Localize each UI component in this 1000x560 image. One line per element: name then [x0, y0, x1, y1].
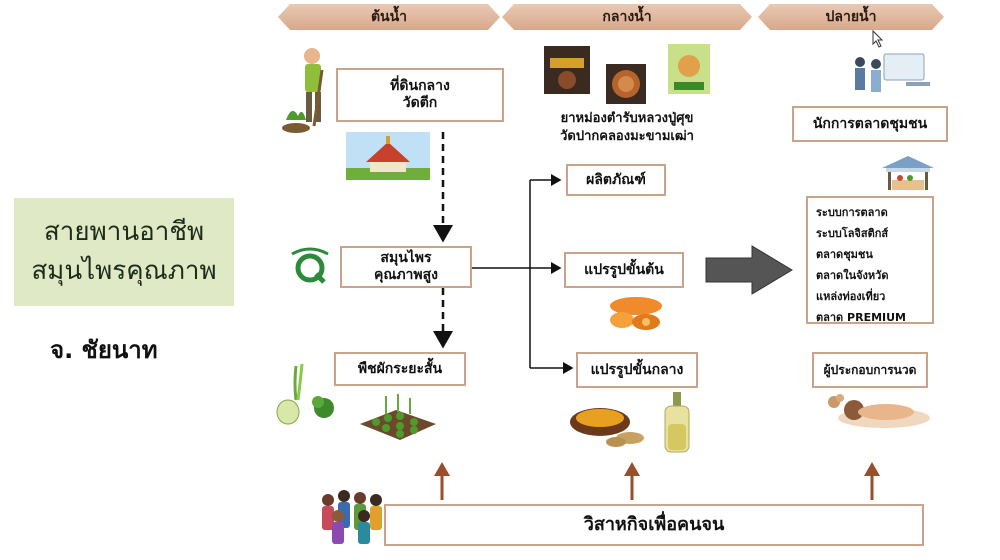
vegetables-icon — [276, 363, 334, 425]
basic-processing-box: แปรรูปขั้นต้น — [564, 252, 684, 288]
markets-list: ระบบการตลาด ระบบโลจิสติกส์ ตลาดชุมชน ตลา… — [806, 196, 934, 324]
turmeric-powder-icon — [570, 408, 644, 447]
community-people-icon — [322, 490, 382, 544]
market-item: แหล่งท่องเที่ยว — [816, 290, 886, 303]
marketer-box: นักการตลาดชุมชน — [792, 106, 948, 142]
stage-midstream-label: กลางน้ำ — [602, 9, 652, 25]
stage-upstream-label: ต้นน้ำ — [370, 9, 408, 25]
market-item: ระบบโลจิสติกส์ — [816, 227, 889, 240]
social-enterprise-label: วิสาหกิจเพื่อคนจน — [583, 514, 725, 536]
massage-box: ผู้ประกอบการนวด — [812, 352, 928, 388]
balm-recipe-line2: วัดปากคลองมะขามเฒ่า — [560, 129, 694, 145]
intermediate-processing-box: แปรรูปขั้นกลาง — [576, 352, 698, 388]
market-item: ตลาดชุมชน — [816, 248, 873, 261]
market-item: ระบบการตลาด — [816, 206, 888, 219]
title-line2: สมุนไพรคุณภาพ — [31, 256, 217, 286]
products-box: ผลิตภัณฑ์ — [566, 164, 666, 196]
title-line1: สายพานอาชีพ — [43, 217, 205, 247]
planting-bed-icon — [360, 394, 436, 440]
market-item: ตลาดในจังหวัด — [816, 269, 889, 282]
basic-processing-label: แปรรูปขั้นต้น — [584, 261, 664, 278]
balm-recipe-line1: ยาหม่องตำรับหลวงปู่ศุข — [560, 111, 694, 126]
herbal-bottle-icon — [664, 392, 690, 453]
land-line2: วัดตีก — [402, 95, 438, 111]
market-stall-icon — [882, 156, 934, 190]
stage-downstream: ปลายน้ำ — [758, 4, 944, 30]
title-box: สายพานอาชีพ สมุนไพรคุณภาพ — [14, 198, 234, 306]
herbs-box: สมุนไพร คุณภาพสูง — [340, 246, 472, 288]
intermediate-processing-label: แปรรูปขั้นกลาง — [590, 361, 684, 378]
massage-label: ผู้ประกอบการนวด — [823, 362, 917, 377]
farmer-icon — [282, 48, 324, 133]
up-arrows — [434, 462, 880, 500]
herbs-line1: สมุนไพร — [380, 250, 432, 267]
stage-midstream: กลางน้ำ — [502, 4, 752, 30]
mouse-cursor-icon — [872, 29, 884, 48]
big-arrow-to-markets — [705, 245, 793, 295]
quality-q-logo-icon — [291, 247, 329, 284]
market-item: ตลาด PREMIUM — [816, 311, 906, 324]
social-enterprise-box: วิสาหกิจเพื่อคนจน — [384, 504, 924, 546]
massage-spa-icon — [828, 394, 930, 428]
temple-icon — [346, 132, 430, 180]
marketer-label: นักการตลาดชุมชน — [812, 115, 928, 132]
marketing-team-icon — [855, 53, 930, 92]
province-label: จ. ชัยนาท — [50, 336, 158, 364]
products-label: ผลิตภัณฑ์ — [586, 171, 646, 188]
turmeric-root-icon — [610, 297, 662, 330]
balm-products-icon — [544, 44, 710, 104]
balm-recipe-caption: ยาหม่องตำรับหลวงปู่ศุข วัดปากคลองมะขามเฒ… — [522, 110, 732, 146]
crops-box: พืชผักระยะสั้น — [334, 352, 466, 386]
land-box: ที่ดินกลาง วัดตีก — [336, 68, 504, 122]
land-line1: ที่ดินกลาง — [390, 78, 450, 95]
crops-label: พืชผักระยะสั้น — [357, 360, 443, 377]
herbs-line2: คุณภาพสูง — [373, 267, 439, 283]
stage-upstream: ต้นน้ำ — [278, 4, 500, 30]
stage-downstream-label: ปลายน้ำ — [825, 9, 877, 25]
